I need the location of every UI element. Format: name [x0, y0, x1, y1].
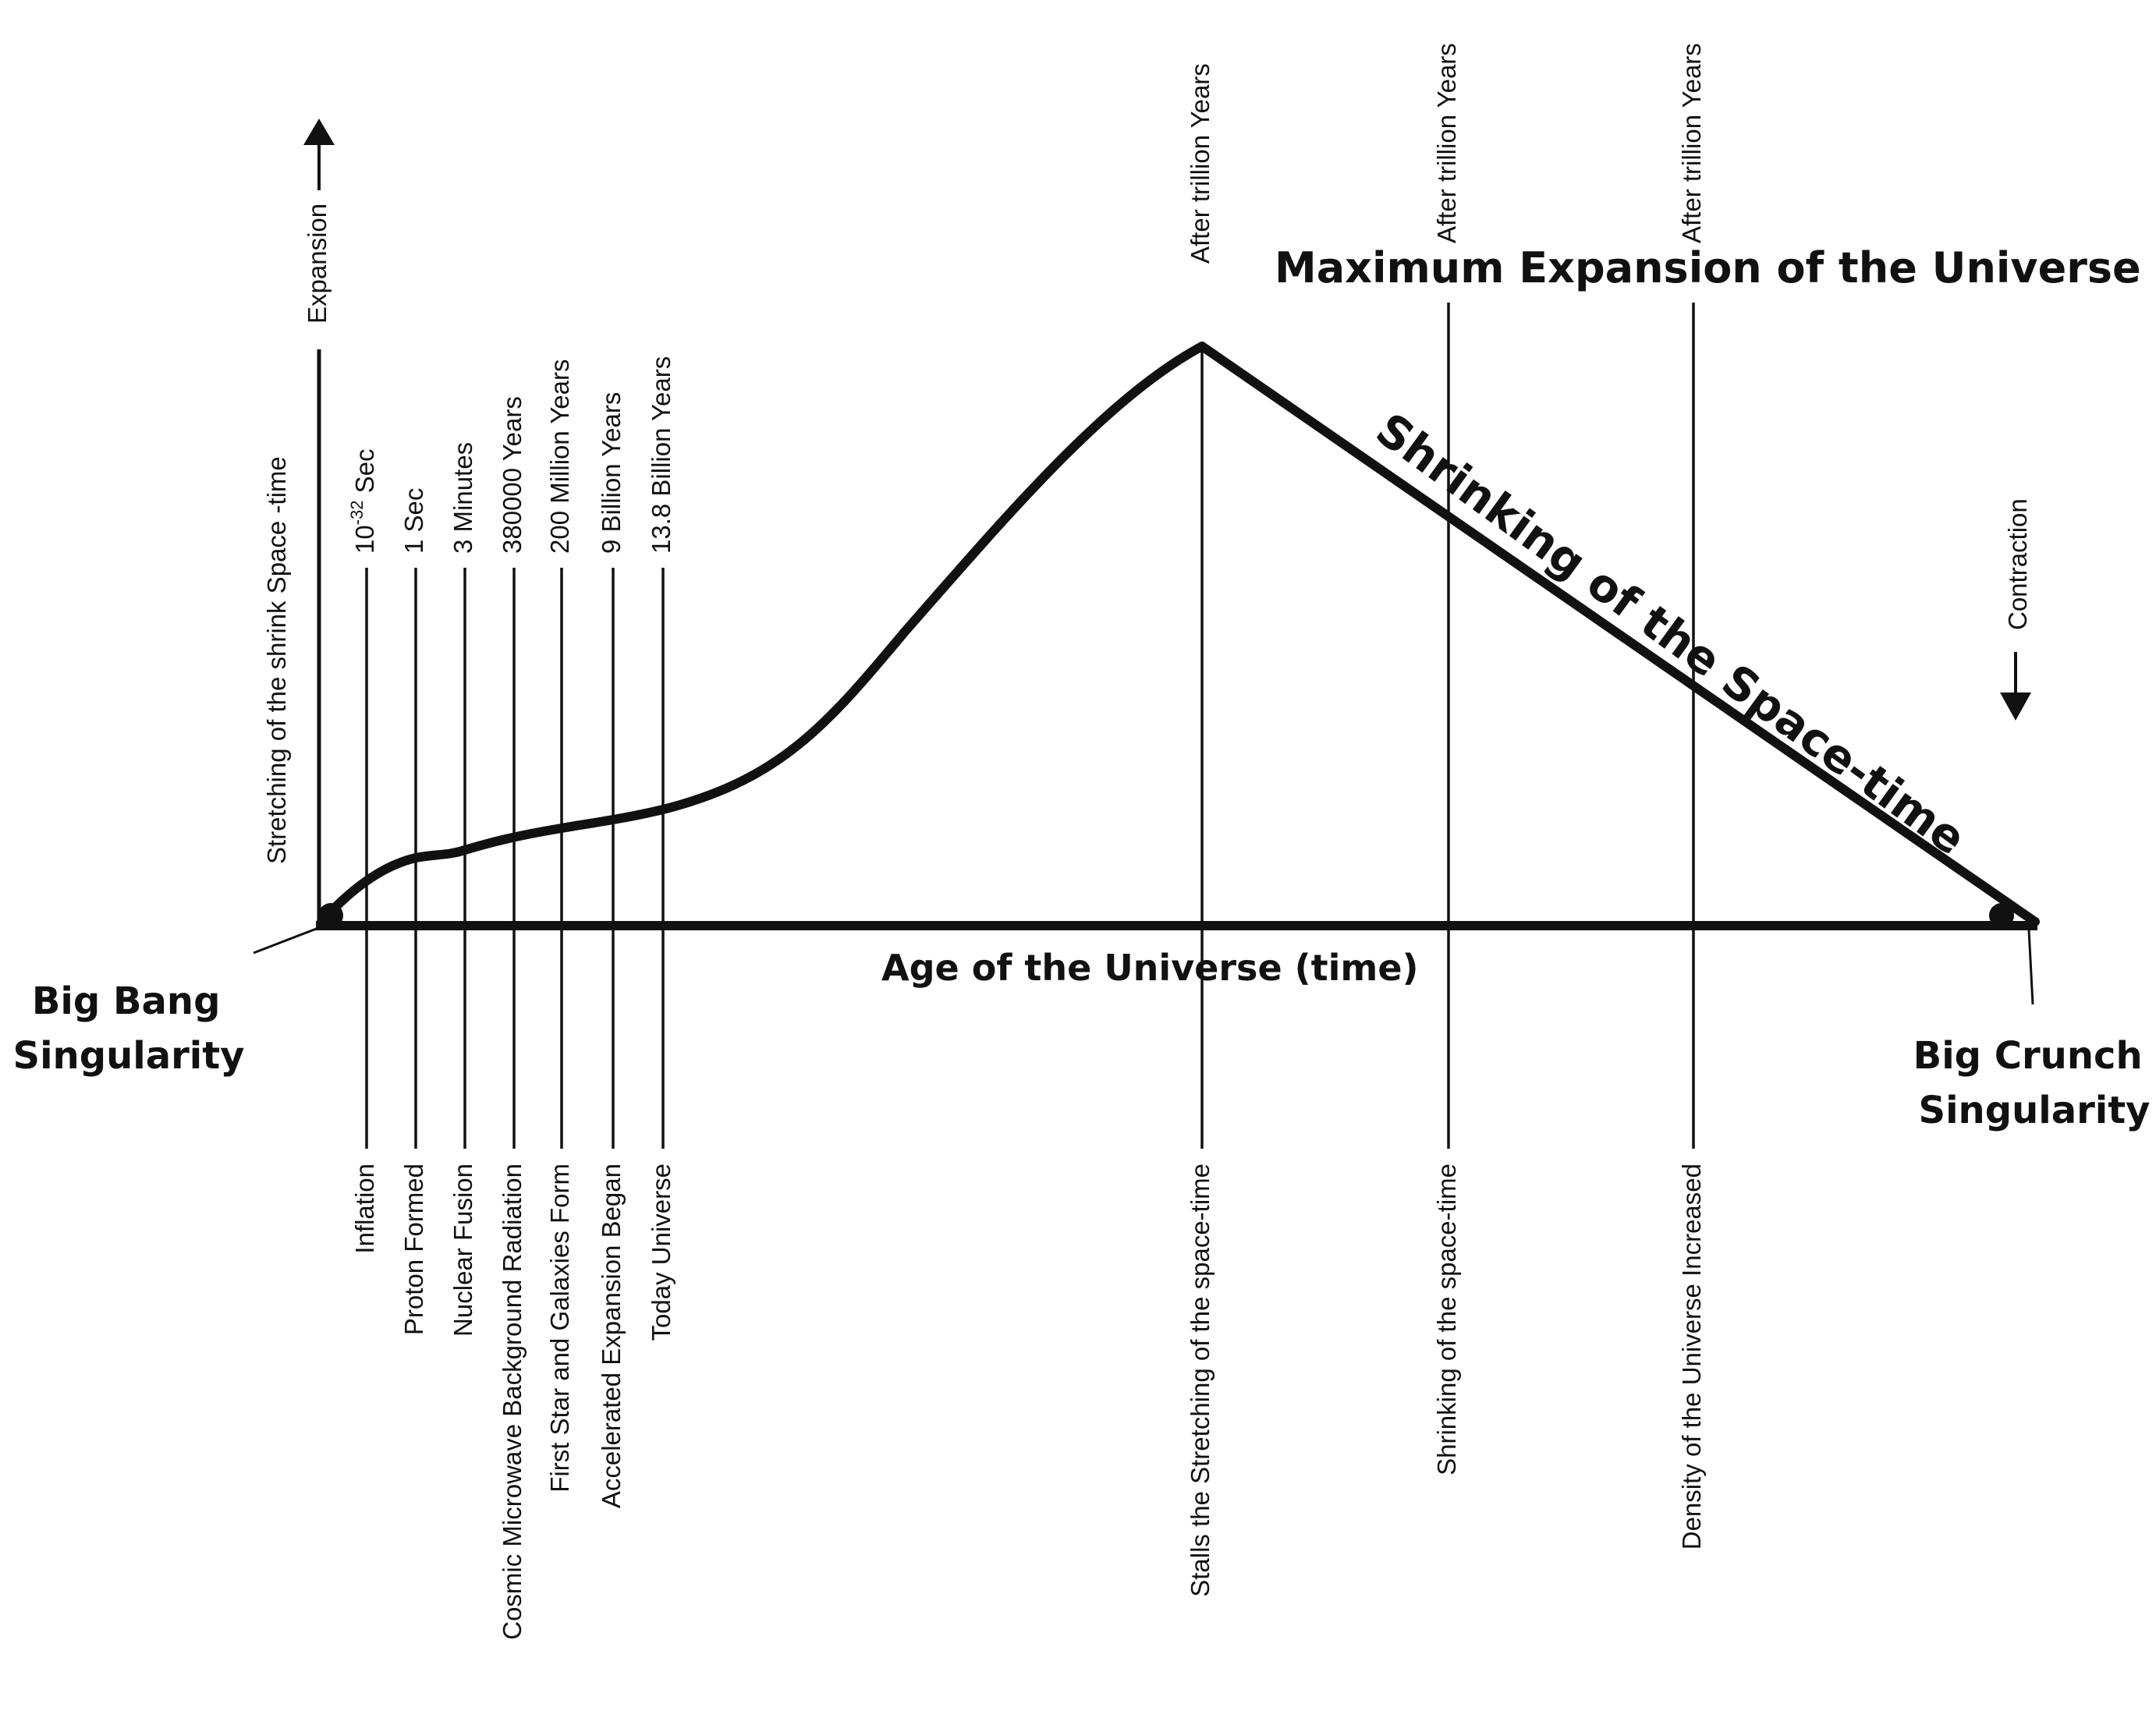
epoch-time-label: 9 Billion Years	[597, 392, 626, 554]
epoch-time-label: After trillion Years	[1186, 63, 1215, 264]
shrinking-curve-label: Shrinking of the Space-time	[1367, 402, 1976, 865]
epoch-time-label: 200 Million Years	[545, 360, 574, 554]
diagram-title: Maximum Expansion of the Universe	[1275, 243, 2141, 292]
big-crunch-label: Big Crunch Singularity	[1913, 1034, 2156, 1132]
epoch-event-label: Accelerated Expansion Began	[597, 1164, 626, 1508]
expansion-arrow-head-icon	[303, 119, 335, 145]
epoch-event-label: Today Universe	[647, 1164, 676, 1341]
epoch-time-label: 1 Sec	[399, 488, 428, 554]
epoch-event-label: Proton Formed	[399, 1164, 428, 1335]
expansion-curve	[317, 342, 2040, 926]
expansion-label: Expansion	[303, 204, 332, 324]
epoch-time-label: 10-32 Sec	[347, 448, 379, 554]
time-axis-label: Age of the Universe (time)	[881, 947, 1419, 989]
epoch-event-label: Stalls the Stretching of the space-time	[1186, 1164, 1215, 1597]
epoch-event-label: Nuclear Fusion	[449, 1164, 477, 1337]
contraction-label: Contraction	[2003, 498, 2032, 630]
epoch-time-label: After trillion Years	[1432, 43, 1461, 243]
big-bang-leader	[253, 926, 319, 955]
epoch-event-label: Density of the Universe Increased	[1677, 1164, 1706, 1550]
big-crunch-dot-icon	[1989, 903, 2014, 928]
big-bang-label: Big Bang Singularity	[13, 979, 245, 1078]
y-axis-label: Stretching of the shrink Space -time	[262, 456, 291, 864]
epoch-event-label: Shrinking of the space-time	[1432, 1164, 1461, 1475]
epoch-time-label: 380000 Years	[498, 396, 527, 554]
epoch-time-label: 3 Minutes	[449, 442, 477, 554]
epoch-event-label: Inflation	[350, 1164, 379, 1254]
epoch-event-label: Cosmic Microwave Background Radiation	[498, 1164, 527, 1640]
big-crunch-leader	[2027, 929, 2034, 1005]
contraction-arrow-head-icon	[2000, 692, 2031, 721]
epoch-time-label: After trillion Years	[1677, 43, 1706, 243]
epoch-time-label: 13.8 Billion Years	[647, 356, 676, 554]
epoch-event-label: First Star and Galaxies Form	[545, 1164, 574, 1493]
big-bang-dot-icon	[318, 903, 343, 928]
